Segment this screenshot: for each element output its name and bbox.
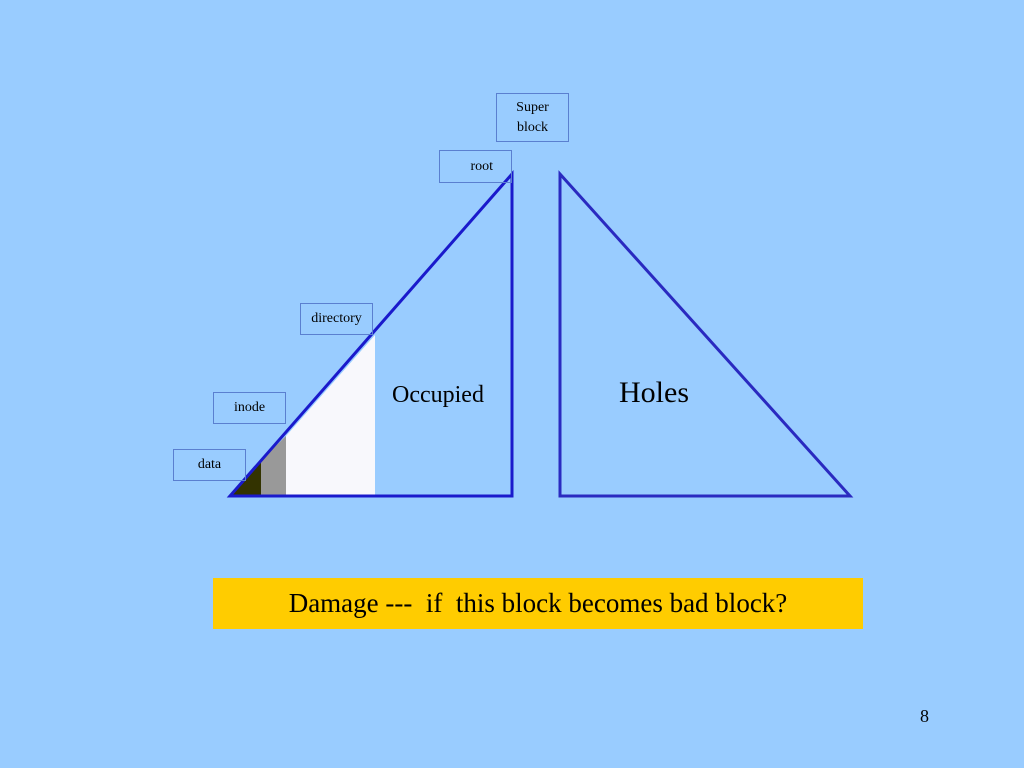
holes-text: Holes: [619, 376, 689, 409]
root-label: root: [439, 150, 512, 183]
directory-region: [286, 335, 375, 496]
inode-region: [261, 436, 286, 496]
directory-label: directory: [300, 303, 373, 335]
data-label: data: [173, 449, 246, 481]
damage-question-banner: Damage --- if this block becomes bad blo…: [213, 578, 863, 629]
occupied-triangle: [226, 170, 514, 498]
page-number: 8: [920, 706, 929, 726]
occupied-text: Occupied: [392, 382, 484, 408]
data-label-text: data: [197, 457, 222, 472]
superblock-label-line2: block: [516, 119, 549, 135]
inode-label-text: inode: [233, 400, 266, 415]
root-label-text: root: [470, 158, 493, 174]
superblock-label: Super block: [496, 93, 569, 142]
holes-triangle: [558, 170, 854, 498]
superblock-label-line1: Super: [516, 99, 549, 115]
directory-label-text: directory: [311, 311, 362, 326]
inode-label: inode: [213, 392, 286, 424]
